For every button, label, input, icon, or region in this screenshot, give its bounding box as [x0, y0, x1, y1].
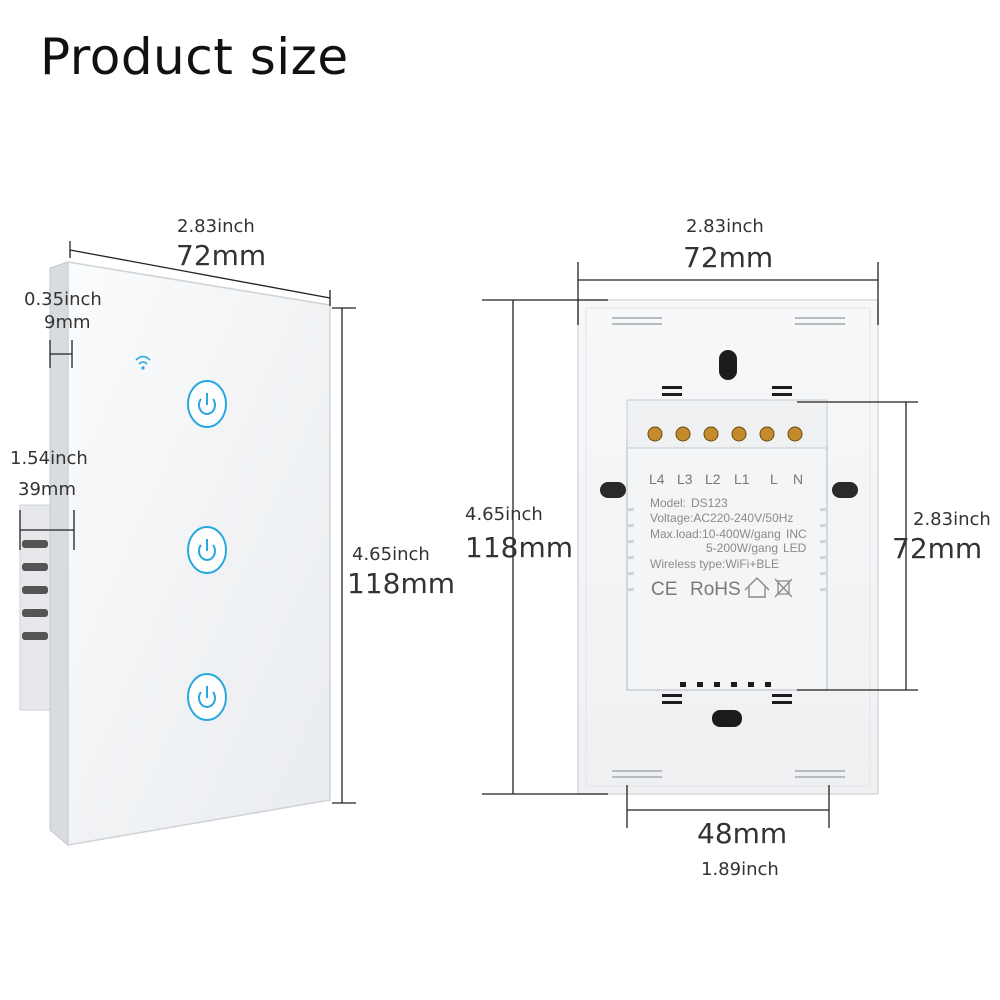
wifi-icon	[135, 355, 151, 370]
power-icon	[198, 393, 216, 415]
side-depth-mm: 39mm	[18, 479, 76, 500]
back-view: L4 L3 L2 L1 L N Model: DS123 Voltage:AC2…	[465, 216, 991, 880]
terminal-label-l: L	[770, 471, 778, 487]
right-slot	[832, 482, 858, 498]
spec-label: Model: DS123 Voltage:AC220-240V/50Hz Max…	[650, 496, 807, 600]
ce-mark: CE	[651, 579, 677, 600]
terminal-labels: L4 L3 L2 L1 L N	[649, 471, 803, 487]
bottom-slot	[712, 710, 742, 727]
side-depth-inch: 1.54inch	[10, 448, 88, 469]
home-icon	[744, 577, 770, 598]
touch-button-3[interactable]	[187, 673, 227, 721]
side-view: 2.83inch 72mm 0.35inch 9mm 1.54inch 39mm…	[10, 216, 455, 847]
terminal-label-l2: L2	[705, 471, 721, 487]
back-height-dimension: 4.65inch 118mm	[465, 299, 608, 795]
back-width-inch: 2.83inch	[686, 216, 764, 237]
label-max-load-1-type: INC	[786, 527, 807, 541]
label-max-load-2-type: LED	[783, 541, 807, 555]
box-width-mm: 48mm	[697, 817, 787, 850]
label-voltage: Voltage:AC220-240V/50Hz	[650, 511, 793, 525]
terminal-label-l3: L3	[677, 471, 693, 487]
terminal-label-l1: L1	[734, 471, 750, 487]
mount-spacing-inch: 2.83inch	[913, 509, 991, 530]
mount-spacing-dimension: 2.83inch 72mm	[797, 401, 991, 691]
side-thickness-inch: 0.35inch	[24, 289, 102, 310]
back-height-mm: 118mm	[465, 531, 573, 564]
power-icon	[198, 686, 216, 708]
label-wireless: Wireless type:WiFi+BLE	[650, 557, 779, 571]
back-width-mm: 72mm	[683, 241, 773, 274]
back-box	[19, 504, 51, 711]
left-slot	[600, 482, 626, 498]
box-width-inch: 1.89inch	[701, 859, 779, 880]
terminal-screws	[647, 426, 803, 442]
mount-spacing-mm: 72mm	[892, 532, 982, 565]
touch-button-1[interactable]	[187, 380, 227, 428]
recycle-bin-icon	[774, 578, 793, 598]
label-model-value: DS123	[691, 496, 728, 510]
label-max-load-1: Max.load:10-400W/gang	[650, 527, 781, 541]
back-height-inch: 4.65inch	[465, 504, 543, 525]
rohs-mark: RoHS	[690, 579, 741, 600]
side-height-mm: 118mm	[347, 567, 455, 600]
top-slot	[719, 350, 737, 380]
terminal-label-n: N	[793, 471, 803, 487]
box-ribs	[22, 540, 48, 640]
connector-ticks	[662, 386, 792, 704]
module-box: L4 L3 L2 L1 L N Model: DS123 Voltage:AC2…	[626, 386, 828, 704]
back-width-dimension: 2.83inch 72mm	[577, 216, 879, 325]
page-title: Product size	[40, 28, 349, 86]
side-width-mm: 72mm	[176, 239, 266, 272]
panel-edge	[49, 261, 69, 847]
mounting-clips	[612, 317, 845, 778]
side-thickness-mm: 9mm	[44, 312, 91, 333]
terminal-label-l4: L4	[649, 471, 665, 487]
box-width-dimension: 48mm 1.89inch	[626, 785, 830, 880]
side-height-inch: 4.65inch	[352, 544, 430, 565]
label-max-load-2: 5-200W/gang	[706, 541, 778, 555]
side-thickness-dimension: 0.35inch 9mm	[24, 289, 102, 368]
side-depth-dimension: 1.54inch 39mm	[10, 448, 88, 550]
label-model: Model:	[650, 496, 686, 510]
module-vents	[628, 508, 826, 591]
touch-button-2[interactable]	[187, 526, 227, 574]
side-width-inch: 2.83inch	[177, 216, 255, 237]
power-icon	[198, 539, 216, 561]
side-width-dimension: 2.83inch 72mm	[69, 216, 331, 306]
side-height-dimension: 4.65inch 118mm	[332, 307, 455, 804]
